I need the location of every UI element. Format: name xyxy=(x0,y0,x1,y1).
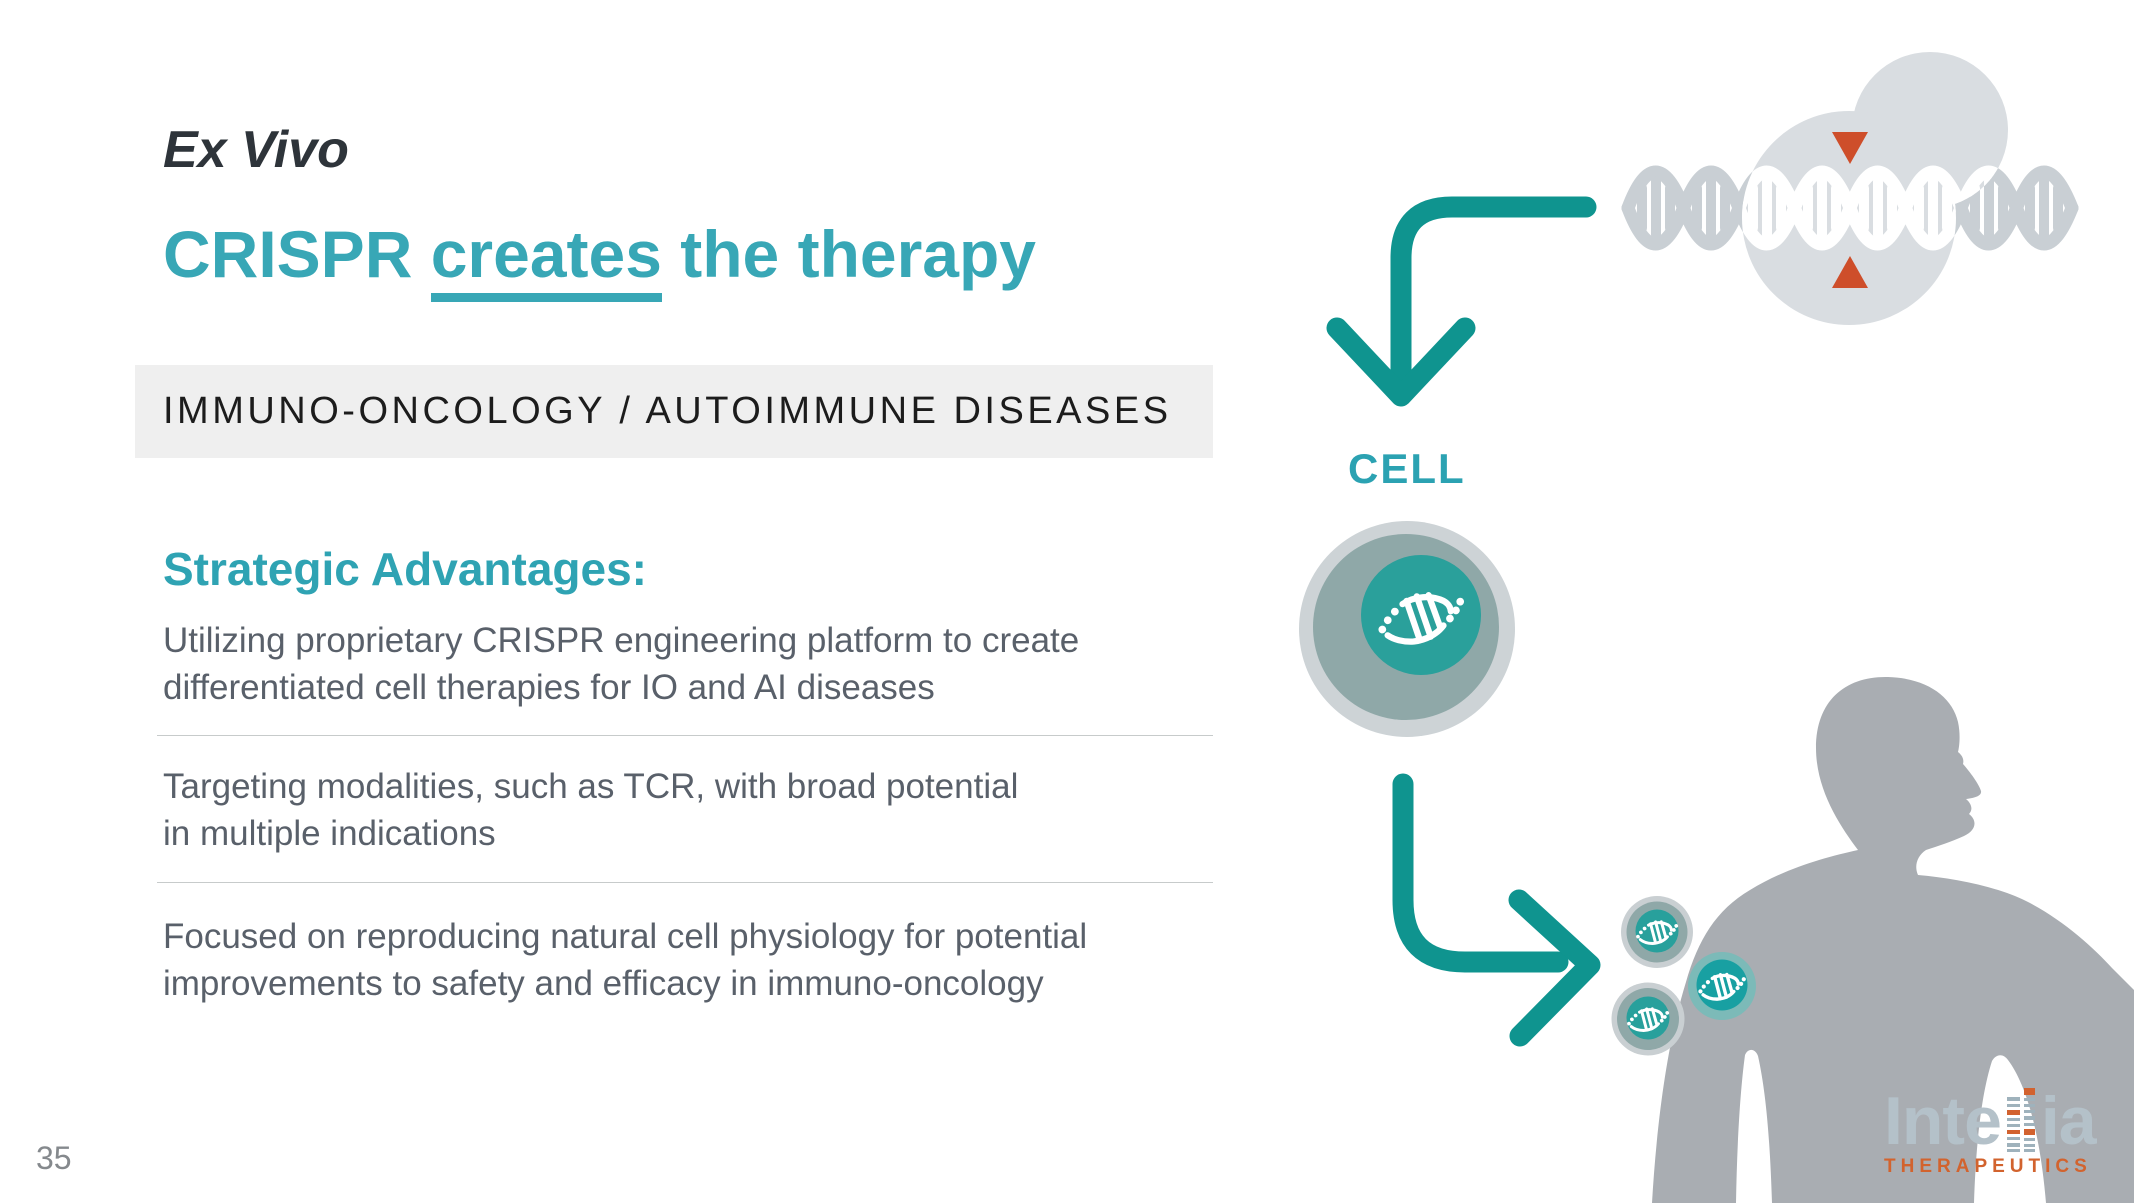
title-pre: CRISPR xyxy=(163,217,431,291)
bullet-line: in multiple indications xyxy=(163,814,496,853)
bullet-line: Utilizing proprietary CRISPR engineering… xyxy=(163,621,1080,660)
logo-barcode-icon xyxy=(2006,1088,2035,1152)
elbow-right-arrow-icon xyxy=(1392,773,1601,1047)
human-silhouette xyxy=(1652,676,2134,1203)
target-site-marker-icons xyxy=(1832,132,1868,288)
bullet-line: Focused on reproducing natural cell phys… xyxy=(163,917,1088,956)
slide-eyebrow: Ex Vivo xyxy=(163,121,349,179)
page-title: CRISPR creates the therapy xyxy=(163,216,1036,302)
title-post: the therapy xyxy=(661,217,1037,291)
bullet-line: Targeting modalities, such as TCR, with … xyxy=(163,767,1019,806)
edited-cell-icon xyxy=(1688,952,1756,1020)
bullet-line: differentiated cell therapies for IO and… xyxy=(163,668,935,707)
edited-cell-icon xyxy=(1621,896,1693,968)
bullet-paragraph: Utilizing proprietary CRISPR engineering… xyxy=(163,617,1283,711)
category-banner: IMMUNO-ONCOLOGY / AUTOIMMUNE DISEASES xyxy=(135,365,1213,458)
bullet-paragraph: Focused on reproducing natural cell phys… xyxy=(163,913,1283,1007)
section-heading: Strategic Advantages: xyxy=(163,543,647,595)
divider-line xyxy=(157,882,1213,883)
logo-wordmark-start: Inte xyxy=(1884,1083,2002,1159)
divider-line xyxy=(157,735,1213,736)
cell-label: CELL xyxy=(1348,445,1466,492)
down-arrow-icon xyxy=(1326,196,1597,407)
dna-strand-icon xyxy=(1628,52,2072,325)
page-number: 35 xyxy=(36,1140,72,1176)
company-logo: Inte ia THERAPEUTICS xyxy=(1884,1083,2124,1178)
logo-tagline: THERAPEUTICS xyxy=(1884,1156,2092,1177)
title-underlined-word: creates xyxy=(430,216,662,302)
edited-cell-icon xyxy=(1611,982,1685,1056)
category-banner-label: IMMUNO-ONCOLOGY / AUTOIMMUNE DISEASES xyxy=(163,390,1172,432)
cell-icon xyxy=(1299,521,1515,737)
bullet-paragraph: Targeting modalities, such as TCR, with … xyxy=(163,763,1283,857)
logo-wordmark-end: ia xyxy=(2040,1083,2097,1159)
bullet-line: improvements to safety and efficacy in i… xyxy=(163,964,1044,1003)
edited-cell-icons xyxy=(1611,896,1756,1056)
